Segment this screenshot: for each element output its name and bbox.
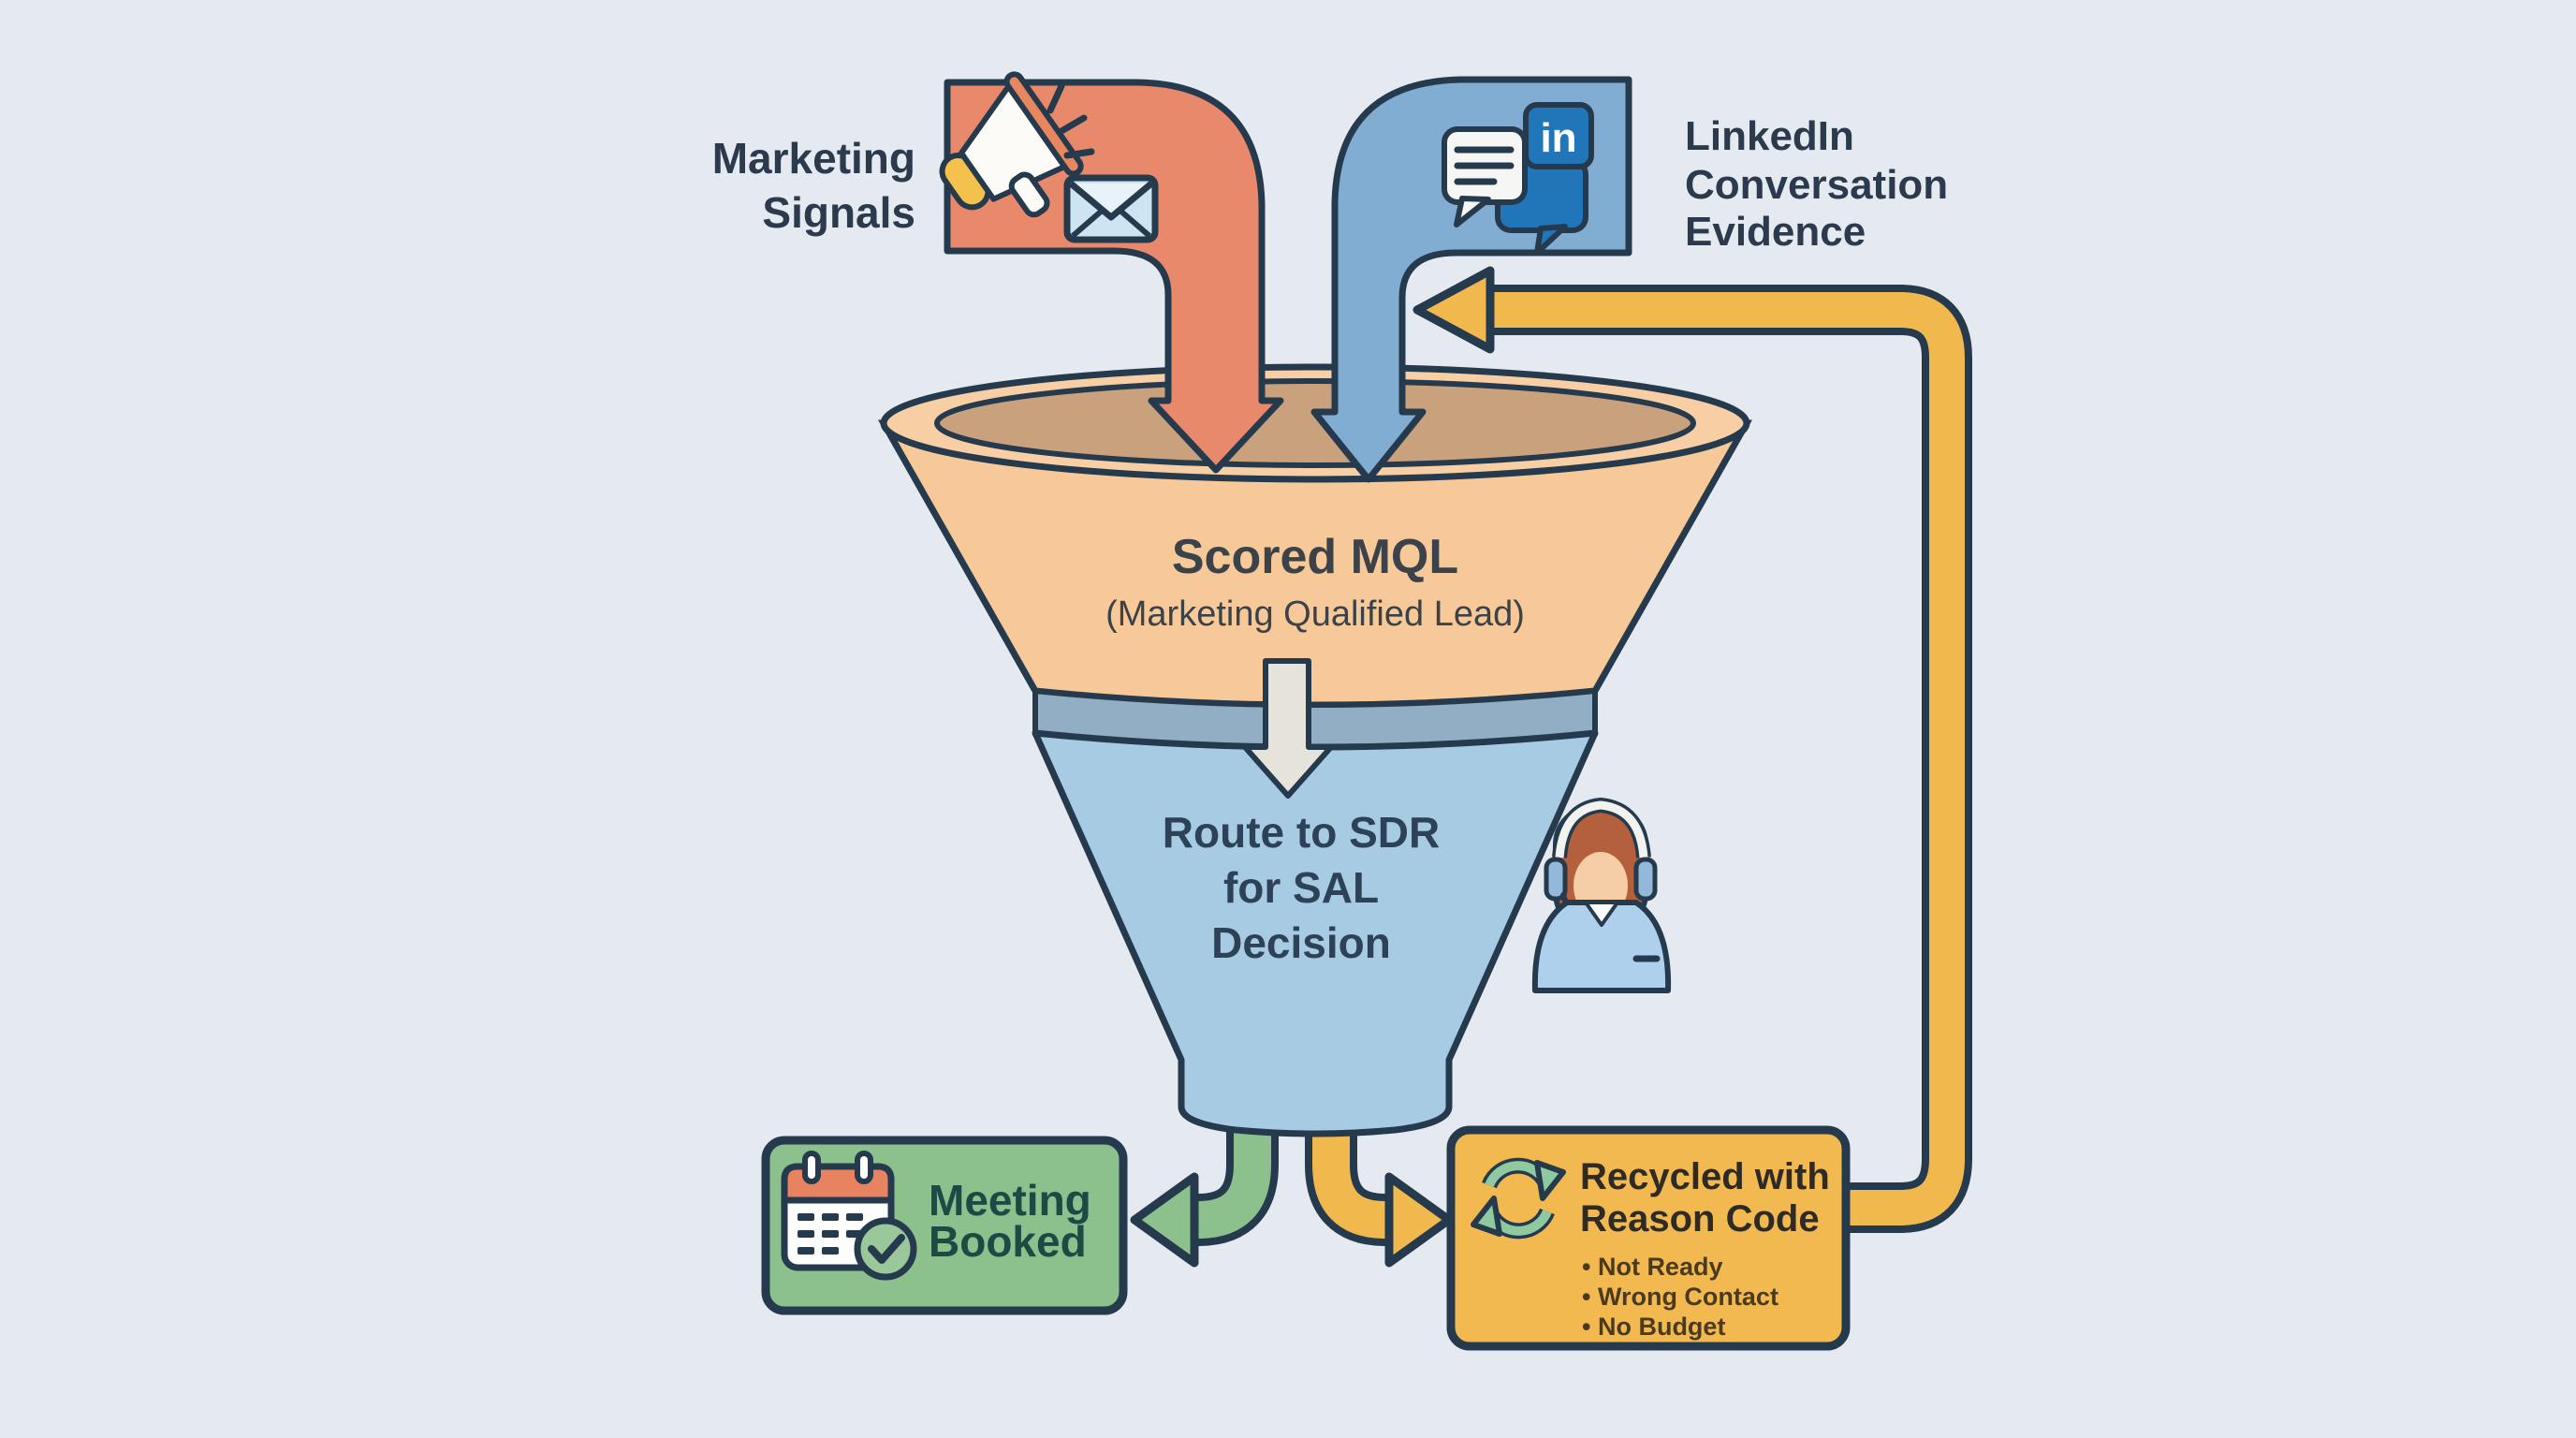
linkedin-evidence-line1: LinkedIn xyxy=(1685,113,1854,159)
marketing-flow-shape xyxy=(939,71,1284,474)
feedback-loop-line xyxy=(1490,292,1965,1225)
envelope-icon xyxy=(1063,174,1159,243)
recycled-title-line2: Reason Code xyxy=(1580,1198,1820,1240)
feedback-loop-arrow-icon xyxy=(1412,266,1972,1233)
recycle-branch-arrowhead xyxy=(1384,1172,1454,1268)
sdr-agent-icon xyxy=(1531,797,1672,993)
funnel-bottom-line2: for SAL xyxy=(1223,863,1379,912)
meeting-booked-line2: Booked xyxy=(929,1217,1087,1266)
linkedin-badge-icon: in xyxy=(1523,102,1594,169)
marketing-signals-label: Marketing Signals xyxy=(712,134,915,237)
meeting-branch-arrow xyxy=(1130,1105,1279,1268)
chat-bubbles-icon xyxy=(1442,126,1588,256)
funnel-top-bowl xyxy=(877,363,1753,709)
funnel-bottom-line1: Route to SDR xyxy=(1163,808,1440,857)
linkedin-badge-label: in xyxy=(1540,115,1576,161)
funnel-top-title: Scored MQL xyxy=(1172,530,1458,584)
megaphone-sound-lines xyxy=(1046,82,1095,159)
recycle-branch-arrow xyxy=(1305,1105,1454,1268)
funnel-top-subtitle: (Marketing Qualified Lead) xyxy=(1105,594,1525,634)
linkedin-evidence-line2: Conversation xyxy=(1685,162,1948,208)
feedback-loop-arrowhead xyxy=(1412,266,1495,354)
recycled-bullet-2: • Wrong Contact xyxy=(1582,1283,1778,1311)
recycled-bullet-1: • Not Ready xyxy=(1582,1253,1722,1281)
funnel-bottom xyxy=(1032,687,1599,1137)
recycled-card: Recycled with Reason Code • Not Ready • … xyxy=(1446,1125,1851,1351)
meeting-branch-arrowhead xyxy=(1130,1172,1199,1268)
meeting-booked-card: Meeting Booked xyxy=(761,1136,1128,1315)
recycle-icon xyxy=(1471,1157,1566,1240)
marketing-signals-line1: Marketing xyxy=(712,134,915,183)
linkedin-evidence-line3: Evidence xyxy=(1685,209,1866,255)
down-arrow-icon xyxy=(1242,658,1334,799)
linkedin-flow-shape: in xyxy=(1310,76,1632,483)
marketing-signals-line2: Signals xyxy=(762,188,915,237)
recycled-title-line1: Recycled with xyxy=(1580,1156,1830,1197)
calendar-check-icon xyxy=(781,1151,917,1281)
meeting-booked-line1: Meeting xyxy=(929,1176,1091,1225)
funnel-bottom-line3: Decision xyxy=(1211,918,1391,967)
linkedin-evidence-label: LinkedIn Conversation Evidence xyxy=(1685,113,1948,255)
funnel-bowl-mouth xyxy=(934,378,1696,468)
recycled-bullet-3: • No Budget xyxy=(1582,1313,1725,1341)
